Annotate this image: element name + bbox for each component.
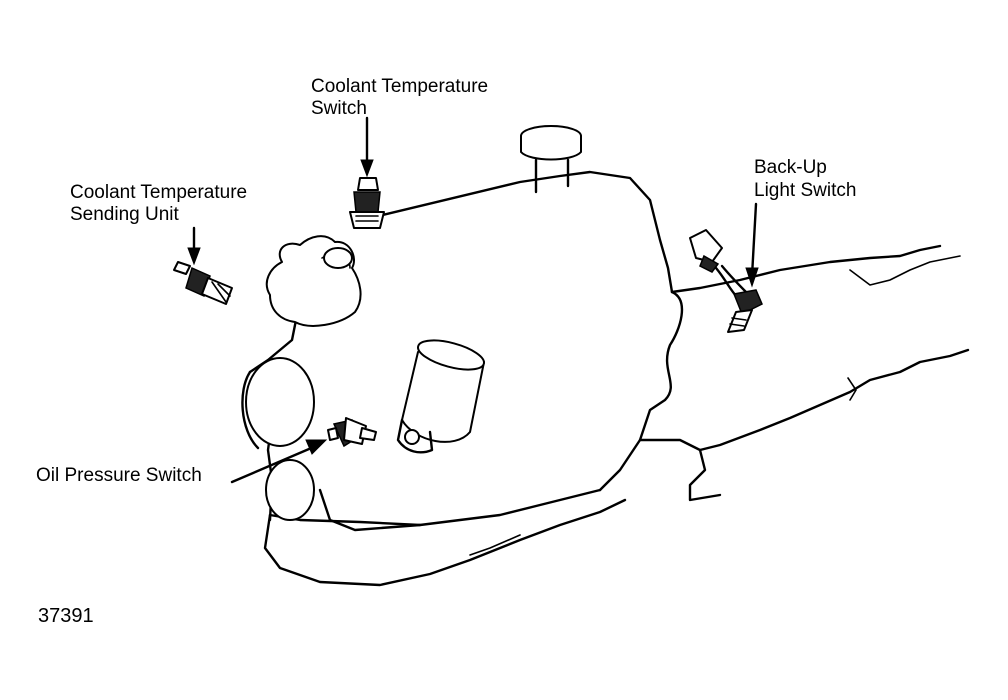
coolant-temp-sending-unit-part — [173, 261, 233, 305]
label-coolant-temp-sending-line1: Coolant Temperature — [70, 182, 247, 203]
oil-filler-cap — [520, 125, 582, 194]
backup-light-switch-part — [689, 229, 763, 333]
arrow-backup-light-switch — [745, 267, 759, 288]
leader-arrows — [187, 116, 759, 484]
coolant-temp-switch-part — [349, 177, 385, 229]
arrow-coolant-temp-switch — [360, 159, 374, 178]
arrow-oil-pressure-switch — [305, 439, 328, 455]
figure-number: 37391 — [38, 605, 94, 627]
thermostat-housing — [265, 235, 362, 327]
oil-pressure-switch-part — [327, 417, 377, 448]
arrow-coolant-temp-sending-unit — [187, 247, 201, 266]
label-coolant-temp-switch-line2: Switch — [311, 98, 367, 119]
oil-filter — [396, 339, 485, 454]
label-coolant-temp-switch-line1: Coolant Temperature — [311, 76, 488, 97]
transmission — [638, 244, 970, 502]
label-backup-light-line2: Light Switch — [754, 180, 856, 201]
front-cover — [241, 357, 315, 521]
label-oil-pressure-switch: Oil Pressure Switch — [36, 465, 202, 486]
label-backup-light-line1: Back-Up — [754, 157, 827, 178]
label-coolant-temp-sending-line2: Sending Unit — [70, 204, 180, 225]
labels: Coolant Temperature Switch Coolant Tempe… — [36, 76, 856, 627]
